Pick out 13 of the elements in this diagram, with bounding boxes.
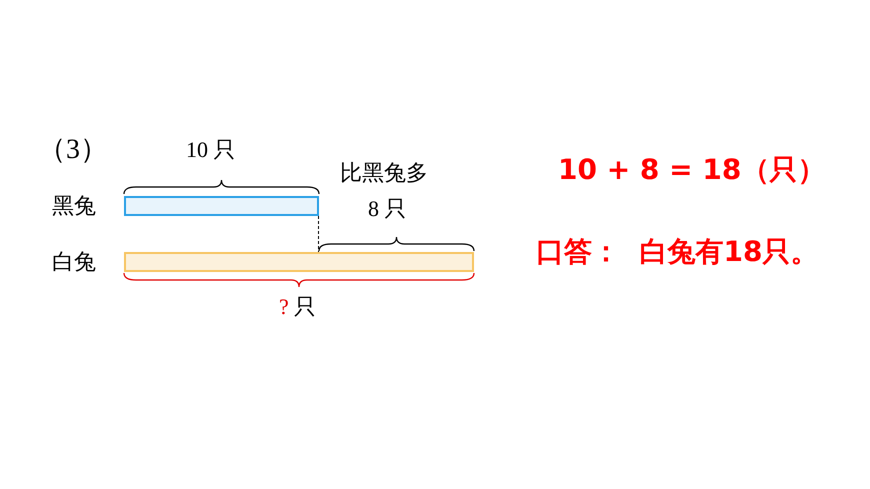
quantity-label: 8 只 <box>368 198 406 220</box>
answer-text: 口答： 白兔有18只。 <box>536 238 818 266</box>
equation-text: 10 + 8 = 18（只） <box>558 156 826 184</box>
row-label: 白兔 <box>52 249 96 277</box>
quantity-label: 10 只 <box>186 139 236 161</box>
problem-number: （3） <box>38 136 108 164</box>
row-label: 黑兔 <box>52 193 96 221</box>
dashed-guide-line <box>318 216 319 252</box>
bar <box>124 196 319 216</box>
difference-label: 比黑兔多 <box>340 162 428 184</box>
bar <box>124 252 474 272</box>
unit-label: 只 <box>294 296 316 318</box>
question-mark: ? <box>279 296 289 318</box>
